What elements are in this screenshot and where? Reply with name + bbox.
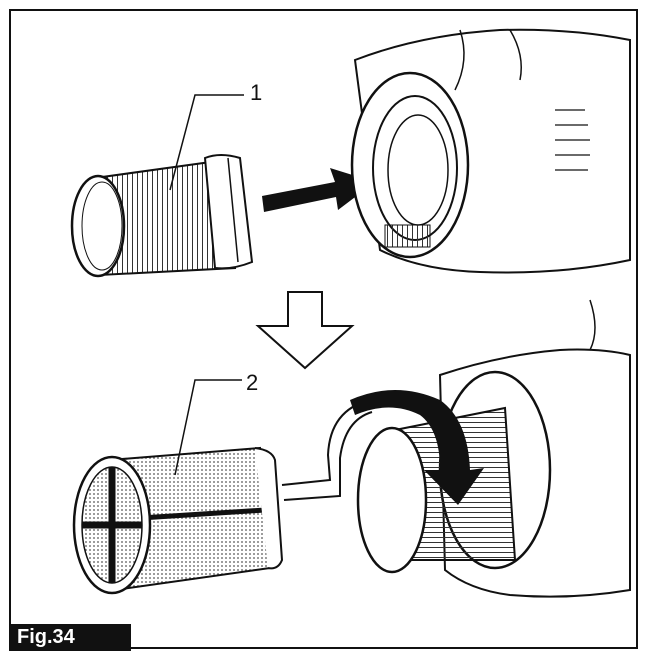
rotate-arrow [350, 390, 484, 505]
callout-1: 1 [250, 80, 263, 105]
tool-body-bottom [356, 299, 631, 598]
figure-frame [9, 9, 638, 649]
tool-body-top [350, 28, 631, 274]
hepa-filter [70, 154, 254, 278]
leader-line-2 [174, 379, 242, 476]
callout-2: 2 [246, 370, 259, 395]
down-arrow [255, 291, 355, 370]
insert-arrow [262, 168, 375, 212]
mesh-prefilter [72, 446, 284, 595]
figure-label: Fig.34 [9, 624, 131, 651]
leader-line-1 [169, 94, 244, 191]
